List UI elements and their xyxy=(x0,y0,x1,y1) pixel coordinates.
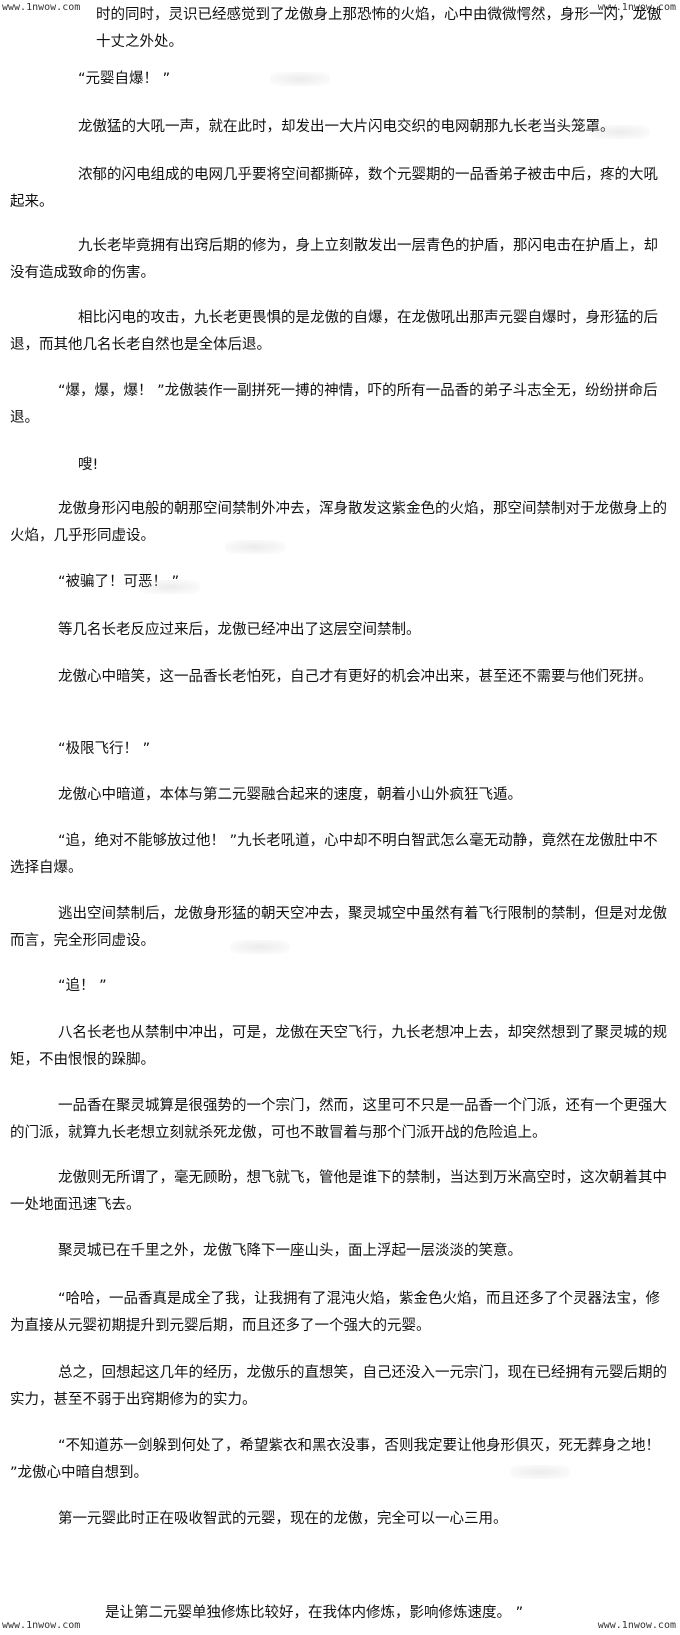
paragraph: “追！ ” xyxy=(58,978,107,994)
paragraph: 龙傲则无所谓了，毫无顾盼，想飞就飞，管他是谁下的禁制，当达到万米高空时，这次朝着… xyxy=(10,1170,667,1213)
paragraph: 时的同时，灵识已经感觉到了龙傲身上那恐怖的火焰，心中由微微愕然，身形一闪，龙傲十… xyxy=(96,7,662,50)
scan-smudge xyxy=(230,940,290,954)
watermark-bottom-left: www.1nwow.com xyxy=(2,1620,81,1631)
paragraph: “不知道苏一剑躲到何处了，希望紫衣和黑衣没事，否则我定要让他身形俱灭，死无葬身之… xyxy=(10,1438,661,1481)
paragraph: 龙傲心中暗笑，这一品香长老怕死，自己才有更好的机会冲出来，甚至还不需要与他们死拼… xyxy=(58,669,653,685)
paragraph: 浓郁的闪电组成的电网几乎要将空间都撕碎，数个元婴期的一品香弟子被击中后，疼的大吼… xyxy=(10,167,658,210)
paragraph: 等几名长老反应过来后，龙傲已经冲出了这层空间禁制。 xyxy=(58,622,421,638)
scan-smudge xyxy=(510,1465,570,1479)
paragraph: “元婴自爆！ ” xyxy=(78,71,171,87)
scan-smudge xyxy=(590,125,650,139)
paragraph: 八名长老也从禁制中冲出，可是，龙傲在天空飞行，九长老想冲上去，却突然想到了聚灵城… xyxy=(10,1025,667,1068)
watermark-bottom-right: www.1nwow.com xyxy=(597,1620,676,1631)
paragraph: “极限飞行！ ” xyxy=(58,741,151,757)
paragraph: 总之，回想起这几年的经历，龙傲乐的直想笑，自己还没入一元宗门，现在已经拥有元婴后… xyxy=(10,1365,667,1408)
paragraph: 嗖! xyxy=(78,457,99,473)
paragraph: “追，绝对不能够放过他！ ”九长老吼道，心中却不明白智武怎么毫无动静，竟然在龙傲… xyxy=(10,833,658,876)
paragraph: 龙傲猛的大吼一声，就在此时，却发出一大片闪电交织的电网朝那九长老当头笼罩。 xyxy=(78,119,615,135)
paragraph: 第一元婴此时正在吸收智武的元婴，现在的龙傲，完全可以一心三用。 xyxy=(58,1511,508,1527)
paragraph: “被骗了！可恶！ ” xyxy=(58,574,180,590)
paragraph: 是让第二元婴单独修炼比较好，在我体内修炼，影响修炼速度。 ” xyxy=(105,1605,524,1621)
paragraph: 龙傲身形闪电般的朝那空间禁制外冲去，浑身散发这紫金色的火焰，那空间禁制对于龙傲身… xyxy=(10,501,667,544)
watermark-top-left: www.1nwow.com xyxy=(2,2,81,13)
watermark-top-right: www.1nwow.com xyxy=(597,2,676,13)
paragraph: “爆，爆，爆！ ”龙傲装作一副拼死一搏的神情，吓的所有一品香的弟子斗志全无，纷纷… xyxy=(10,383,658,426)
paragraph: 九长老毕竟拥有出窍后期的修为，身上立刻散发出一层青色的护盾，那闪电击在护盾上，却… xyxy=(10,238,658,281)
scan-smudge xyxy=(270,72,330,86)
paragraph: “哈哈，一品香真是成全了我，让我拥有了混沌火焰，紫金色火焰，而且还多了个灵器法宝… xyxy=(10,1291,661,1334)
paragraph: 逃出空间禁制后，龙傲身形猛的朝天空冲去，聚灵城空中虽然有着飞行限制的禁制，但是对… xyxy=(10,906,667,949)
paragraph: 龙傲心中暗道，本体与第二元婴融合起来的速度，朝着小山外疯狂飞遁。 xyxy=(58,787,522,803)
paragraph: 聚灵城已在千里之外，龙傲飞降下一座山头，面上浮起一层淡淡的笑意。 xyxy=(58,1243,522,1259)
scan-smudge xyxy=(140,580,200,594)
paragraph: 一品香在聚灵城算是很强势的一个宗门，然而，这里可不只是一品香一个门派，还有一个更… xyxy=(10,1098,667,1141)
paragraph: 相比闪电的攻击，九长老更畏惧的是龙傲的自爆，在龙傲吼出那声元婴自爆时，身形猛的后… xyxy=(10,310,658,353)
scan-smudge xyxy=(225,540,285,554)
